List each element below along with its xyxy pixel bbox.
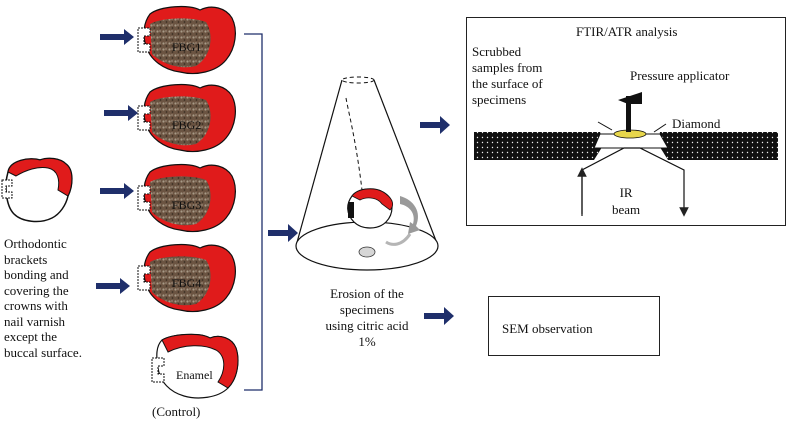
ir-beam-label: IR beam <box>612 184 640 218</box>
ftir-analysis-box <box>466 17 786 226</box>
left-desc-line: buccal surface. <box>4 344 82 360</box>
left-description: Orthodontic brackets bonding and coverin… <box>4 236 82 360</box>
arrow-to-ftir <box>420 116 450 134</box>
left-desc-line: brackets <box>4 251 48 267</box>
pressure-applicator-label: Pressure applicator <box>630 68 730 83</box>
left-desc-line: except the <box>4 329 58 344</box>
arrow-to-flask <box>268 224 298 242</box>
group-label-fbg2: FBG2 <box>172 118 202 132</box>
tooth-fbg1 <box>137 5 236 75</box>
ftir-title: FTIR/ATR analysis <box>576 24 678 39</box>
group-label-fbg4: FBG4 <box>172 276 202 290</box>
tooth-fbg2 <box>137 83 236 153</box>
erosion-line: specimens <box>339 302 395 317</box>
erosion-line: Erosion of the <box>330 286 404 301</box>
scrubbed-line: specimens <box>472 92 527 107</box>
atr-crystal-assembly <box>474 92 778 217</box>
sem-label: SEM observation <box>502 321 593 336</box>
tooth-left <box>1 157 73 223</box>
tooth-enamel-control <box>151 333 239 399</box>
erosion-line: 1% <box>358 334 376 349</box>
scrubbed-samples-label: Scrubbed samples from the surface of spe… <box>472 44 543 108</box>
sem-observation-box <box>488 296 660 356</box>
control-label: (Control) <box>152 404 201 419</box>
scrubbed-line: Scrubbed <box>472 44 522 59</box>
left-desc-line: bonding and <box>4 267 69 282</box>
erosion-description: Erosion of the specimens using citric ac… <box>296 286 438 350</box>
left-desc-line: nail varnish <box>4 313 66 329</box>
tooth-fbg3 <box>137 163 236 233</box>
diamond-label: Diamond <box>672 116 721 131</box>
scrubbed-line: the surface of <box>472 76 543 91</box>
arrow-to-sem <box>424 307 454 325</box>
left-desc-line: covering the <box>4 282 69 298</box>
erosion-line: using citric acid <box>325 318 409 333</box>
group-label-enamel: Enamel <box>176 368 213 382</box>
group-label-fbg3: FBG3 <box>172 198 202 212</box>
erosion-flask <box>295 76 439 271</box>
left-desc-line: crowns with <box>4 298 68 313</box>
ir-line: IR <box>619 185 633 200</box>
left-desc-line: Orthodontic <box>4 236 67 251</box>
scrubbed-line: samples from <box>472 60 543 75</box>
grouping-bracket <box>244 33 263 391</box>
group-label-fbg1: FBG1 <box>172 40 202 54</box>
ir-line: beam <box>612 202 641 217</box>
tooth-fbg4 <box>137 243 236 313</box>
arrows-to-teeth <box>96 29 138 294</box>
